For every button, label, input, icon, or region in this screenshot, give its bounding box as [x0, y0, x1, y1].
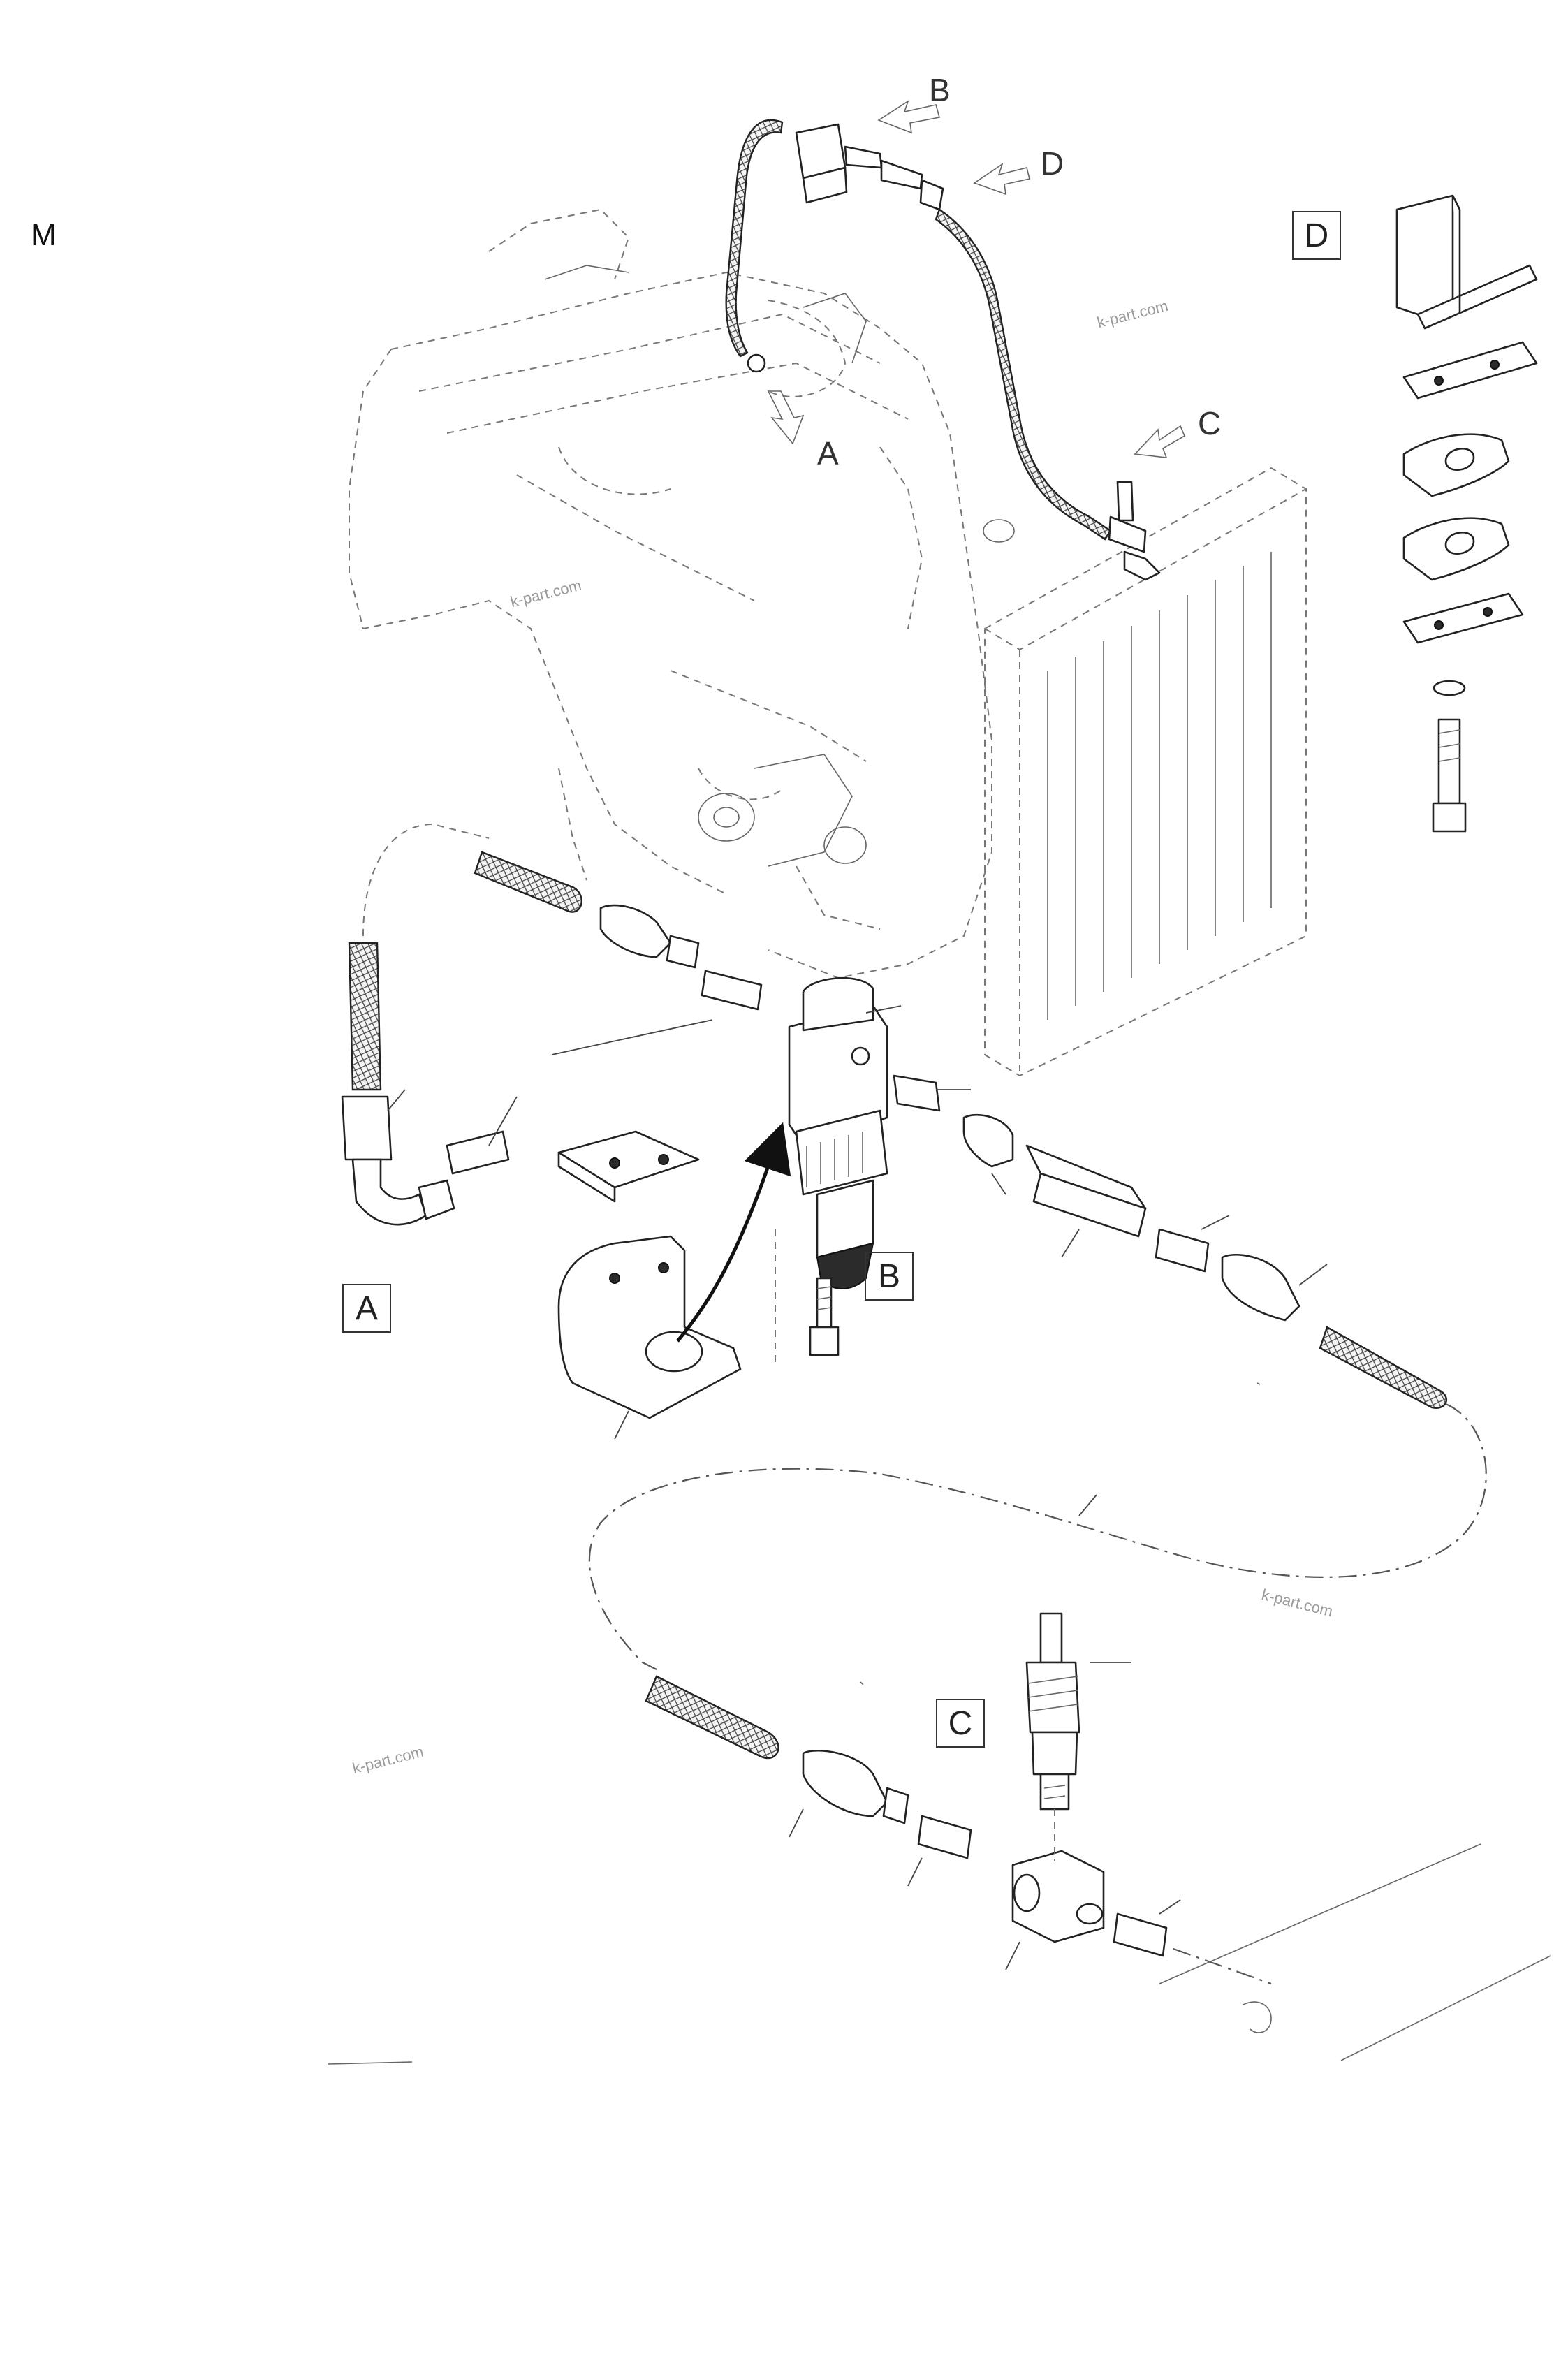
engine-block-outline — [349, 208, 992, 979]
detail-label-d: D — [1292, 211, 1341, 260]
engine-detail-outline — [544, 265, 1015, 867]
strainer-b — [788, 976, 888, 1289]
left-hose-segment — [362, 823, 763, 1011]
part-leader-lines — [387, 1005, 1328, 1970]
left-vertical-hose — [341, 942, 510, 1226]
detail-d-clamp-stack — [1395, 194, 1538, 833]
callout-arrows-upper — [767, 100, 1186, 458]
radiator-outline — [984, 467, 1307, 1077]
detail-label-b: B — [865, 1252, 914, 1301]
detail-label-c: C — [936, 1699, 985, 1748]
callout-label-a-top: A — [817, 435, 839, 471]
mounting-bracket-b — [557, 1122, 791, 1419]
callout-label-d-top: D — [1041, 145, 1064, 182]
bolt-b — [775, 1229, 840, 1362]
callout-label-c-top: C — [1198, 405, 1221, 441]
stray-marks — [328, 1382, 1261, 2065]
detail-label-a: A — [342, 1284, 391, 1333]
detail-c-assembly — [645, 1612, 1551, 2061]
upper-hose-assembly — [725, 119, 1161, 581]
right-hose-segment — [893, 1074, 1447, 1409]
page-letter: M — [31, 218, 57, 252]
callout-label-b-top: B — [929, 72, 951, 108]
return-line-loop — [588, 1403, 1487, 1670]
